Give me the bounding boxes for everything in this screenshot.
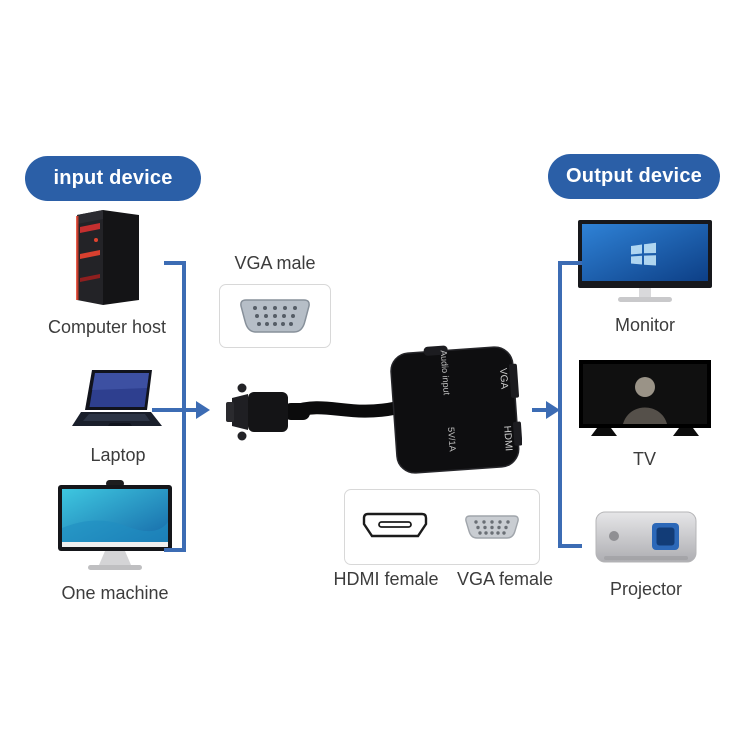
computer-host-icon [75,210,139,305]
vga-female-label: VGA female [456,569,554,589]
adapter-product-illustration: Audio input VGA 5V/1A HDMI [226,345,522,474]
vga-out-port [508,363,520,398]
output-device-projector: Projector [590,506,702,600]
audio-port-label: Audio input [439,350,452,396]
device-label: Projector [609,579,683,599]
one-machine-icon [58,480,172,570]
input-arrow-icon [196,401,210,419]
input-bracket-middle-stub [152,408,198,412]
device-label: One machine [61,583,169,603]
vga-plug-icon [226,383,310,441]
hdmi-port-label: HDMI [501,425,514,451]
input-device-laptop: Laptop [45,368,191,466]
vga-male-box [219,284,331,348]
vga-male-icon [240,299,310,333]
device-label: TV [632,449,656,469]
monitor-icon [578,220,712,302]
female-ports-box [344,489,540,565]
input-device-badge-label: input device [53,167,173,189]
input-bracket-top-stub [164,261,186,265]
adapter-body: Audio input VGA 5V/1A HDMI [390,345,522,474]
output-bracket-vertical [558,261,562,548]
laptop-icon [72,370,162,426]
hdmi-female-label: HDMI female [333,569,439,589]
output-device-badge: Output device [548,154,720,199]
output-bracket-bottom-stub [560,544,582,548]
input-bracket-vertical [182,261,186,552]
device-label: Monitor [614,315,676,335]
vga-port-label: VGA [497,368,509,390]
tv-icon [578,360,711,436]
output-device-badge-label: Output device [566,165,702,187]
output-arrow-icon [546,401,560,419]
hdmi-out-port [512,421,522,446]
power-port-label: 5V/1A [446,427,458,452]
output-bracket-middle-stub [532,408,548,412]
projector-icon [595,511,697,563]
vga-female-icon [465,515,519,539]
device-label: Laptop [90,445,146,465]
input-bracket-bottom-stub [164,548,186,552]
device-label: Computer host [47,317,167,337]
hdmi-female-icon [362,512,428,538]
output-device-tv: TV [577,360,712,470]
input-device-computer-host: Computer host [32,208,182,338]
output-bracket-top-stub [560,261,582,265]
audio-port [423,345,448,356]
output-device-monitor: Monitor [574,220,716,336]
input-device-badge: input device [25,156,201,201]
input-device-one-machine: One machine [36,480,194,604]
vga-male-label: VGA male [234,253,316,273]
